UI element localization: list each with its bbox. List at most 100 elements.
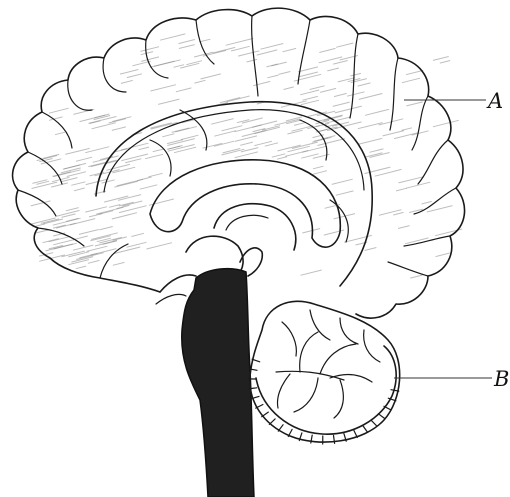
shading-stroke <box>91 160 117 167</box>
shading-stroke <box>335 106 362 113</box>
shading-stroke <box>436 253 450 257</box>
shading-stroke <box>167 140 183 144</box>
shading-stroke <box>257 50 278 55</box>
shading-stroke <box>240 142 253 145</box>
shading-stroke <box>199 39 210 42</box>
shading-stroke <box>99 227 112 230</box>
shading-stroke <box>91 233 118 240</box>
shading-stroke <box>314 138 329 142</box>
shading-stroke <box>201 74 221 79</box>
shading-stroke <box>338 78 355 82</box>
shading-stroke <box>175 127 197 132</box>
shading-stroke <box>122 201 142 206</box>
shading-stroke <box>336 191 354 195</box>
shading-stroke <box>294 122 306 125</box>
shading-stroke <box>226 38 254 45</box>
shading-stroke <box>283 48 297 51</box>
shading-stroke <box>253 81 270 85</box>
shading-stroke <box>149 199 174 205</box>
shading-stroke <box>440 61 450 64</box>
shading-stroke <box>336 43 353 47</box>
shading-stroke <box>327 68 339 71</box>
cerebellum-rim-tick <box>262 412 269 417</box>
shading-stroke <box>120 70 138 75</box>
shading-stroke <box>90 236 111 241</box>
label-b: B <box>493 367 509 391</box>
cerebellum-rim-tick <box>278 425 283 431</box>
shading-stroke <box>88 260 100 263</box>
shading-stroke <box>320 88 336 92</box>
shading-stroke <box>238 51 259 56</box>
cerebellum-rim-tick <box>378 414 384 419</box>
shading-stroke <box>235 136 257 142</box>
shading-stroke <box>176 88 192 92</box>
shading-stroke <box>141 57 159 62</box>
shading-stroke <box>140 185 158 189</box>
shading-stroke <box>334 93 347 96</box>
shading-stroke <box>310 86 325 90</box>
shading-stroke <box>235 152 258 158</box>
shading-stroke <box>158 99 179 104</box>
shading-stroke <box>168 146 183 150</box>
shading-stroke <box>313 166 324 169</box>
shading-stroke <box>359 94 383 100</box>
shading-stroke <box>412 131 429 135</box>
shading-stroke <box>379 210 402 216</box>
shading-stroke <box>365 248 377 251</box>
shading-stroke <box>112 127 126 130</box>
shading-stroke <box>333 61 348 65</box>
shading-stroke <box>358 138 382 144</box>
shading-stroke <box>406 70 423 74</box>
shading-stroke <box>261 44 284 50</box>
shading-stroke <box>278 145 301 151</box>
shading-stroke <box>121 154 148 161</box>
shading-stroke <box>174 147 196 153</box>
shading-stroke <box>92 123 116 129</box>
shading-stroke <box>398 226 410 229</box>
shading-stroke <box>319 57 343 63</box>
shading-stroke <box>139 147 149 150</box>
shading-stroke <box>148 173 162 177</box>
shading-stroke <box>154 60 181 67</box>
cerebellum-rim-tick <box>363 426 368 433</box>
shading-stroke <box>350 73 361 76</box>
shading-stroke <box>406 102 422 106</box>
shading-stroke <box>332 179 353 184</box>
shading-stroke <box>231 46 250 51</box>
shading-stroke <box>313 171 327 175</box>
shading-stroke <box>109 205 120 208</box>
shading-stroke <box>393 212 403 215</box>
shading-stroke <box>271 62 286 66</box>
shading-stroke <box>55 132 65 135</box>
shading-stroke <box>51 183 68 187</box>
fornix <box>214 204 296 250</box>
shading-stroke <box>211 119 233 125</box>
shading-stroke <box>247 59 257 62</box>
shading-stroke <box>433 57 449 61</box>
shading-stroke <box>405 238 429 244</box>
shading-stroke <box>79 230 99 235</box>
shading-stroke <box>43 239 59 243</box>
shading-stroke <box>370 149 384 153</box>
shading-stroke <box>220 98 240 103</box>
shading-stroke <box>32 180 47 184</box>
shading-stroke <box>213 47 235 53</box>
shading-stroke <box>194 80 205 83</box>
shading-stroke <box>43 154 59 158</box>
shading-stroke <box>277 157 287 160</box>
shading-stroke <box>347 92 365 96</box>
shading-stroke <box>358 123 383 129</box>
cerebellum-rim-tick <box>269 419 275 425</box>
shading-stroke <box>433 120 459 127</box>
shading-stroke <box>294 74 321 81</box>
cerebellum-rim-tick <box>354 430 358 437</box>
shading-stroke <box>333 102 350 106</box>
shading-stroke <box>402 78 420 83</box>
shading-stroke <box>85 147 109 153</box>
shading-stroke <box>153 149 164 152</box>
shading-stroke <box>112 213 137 219</box>
shading-stroke <box>162 134 174 137</box>
shading-stroke <box>300 90 319 95</box>
shading-stroke <box>112 117 131 122</box>
